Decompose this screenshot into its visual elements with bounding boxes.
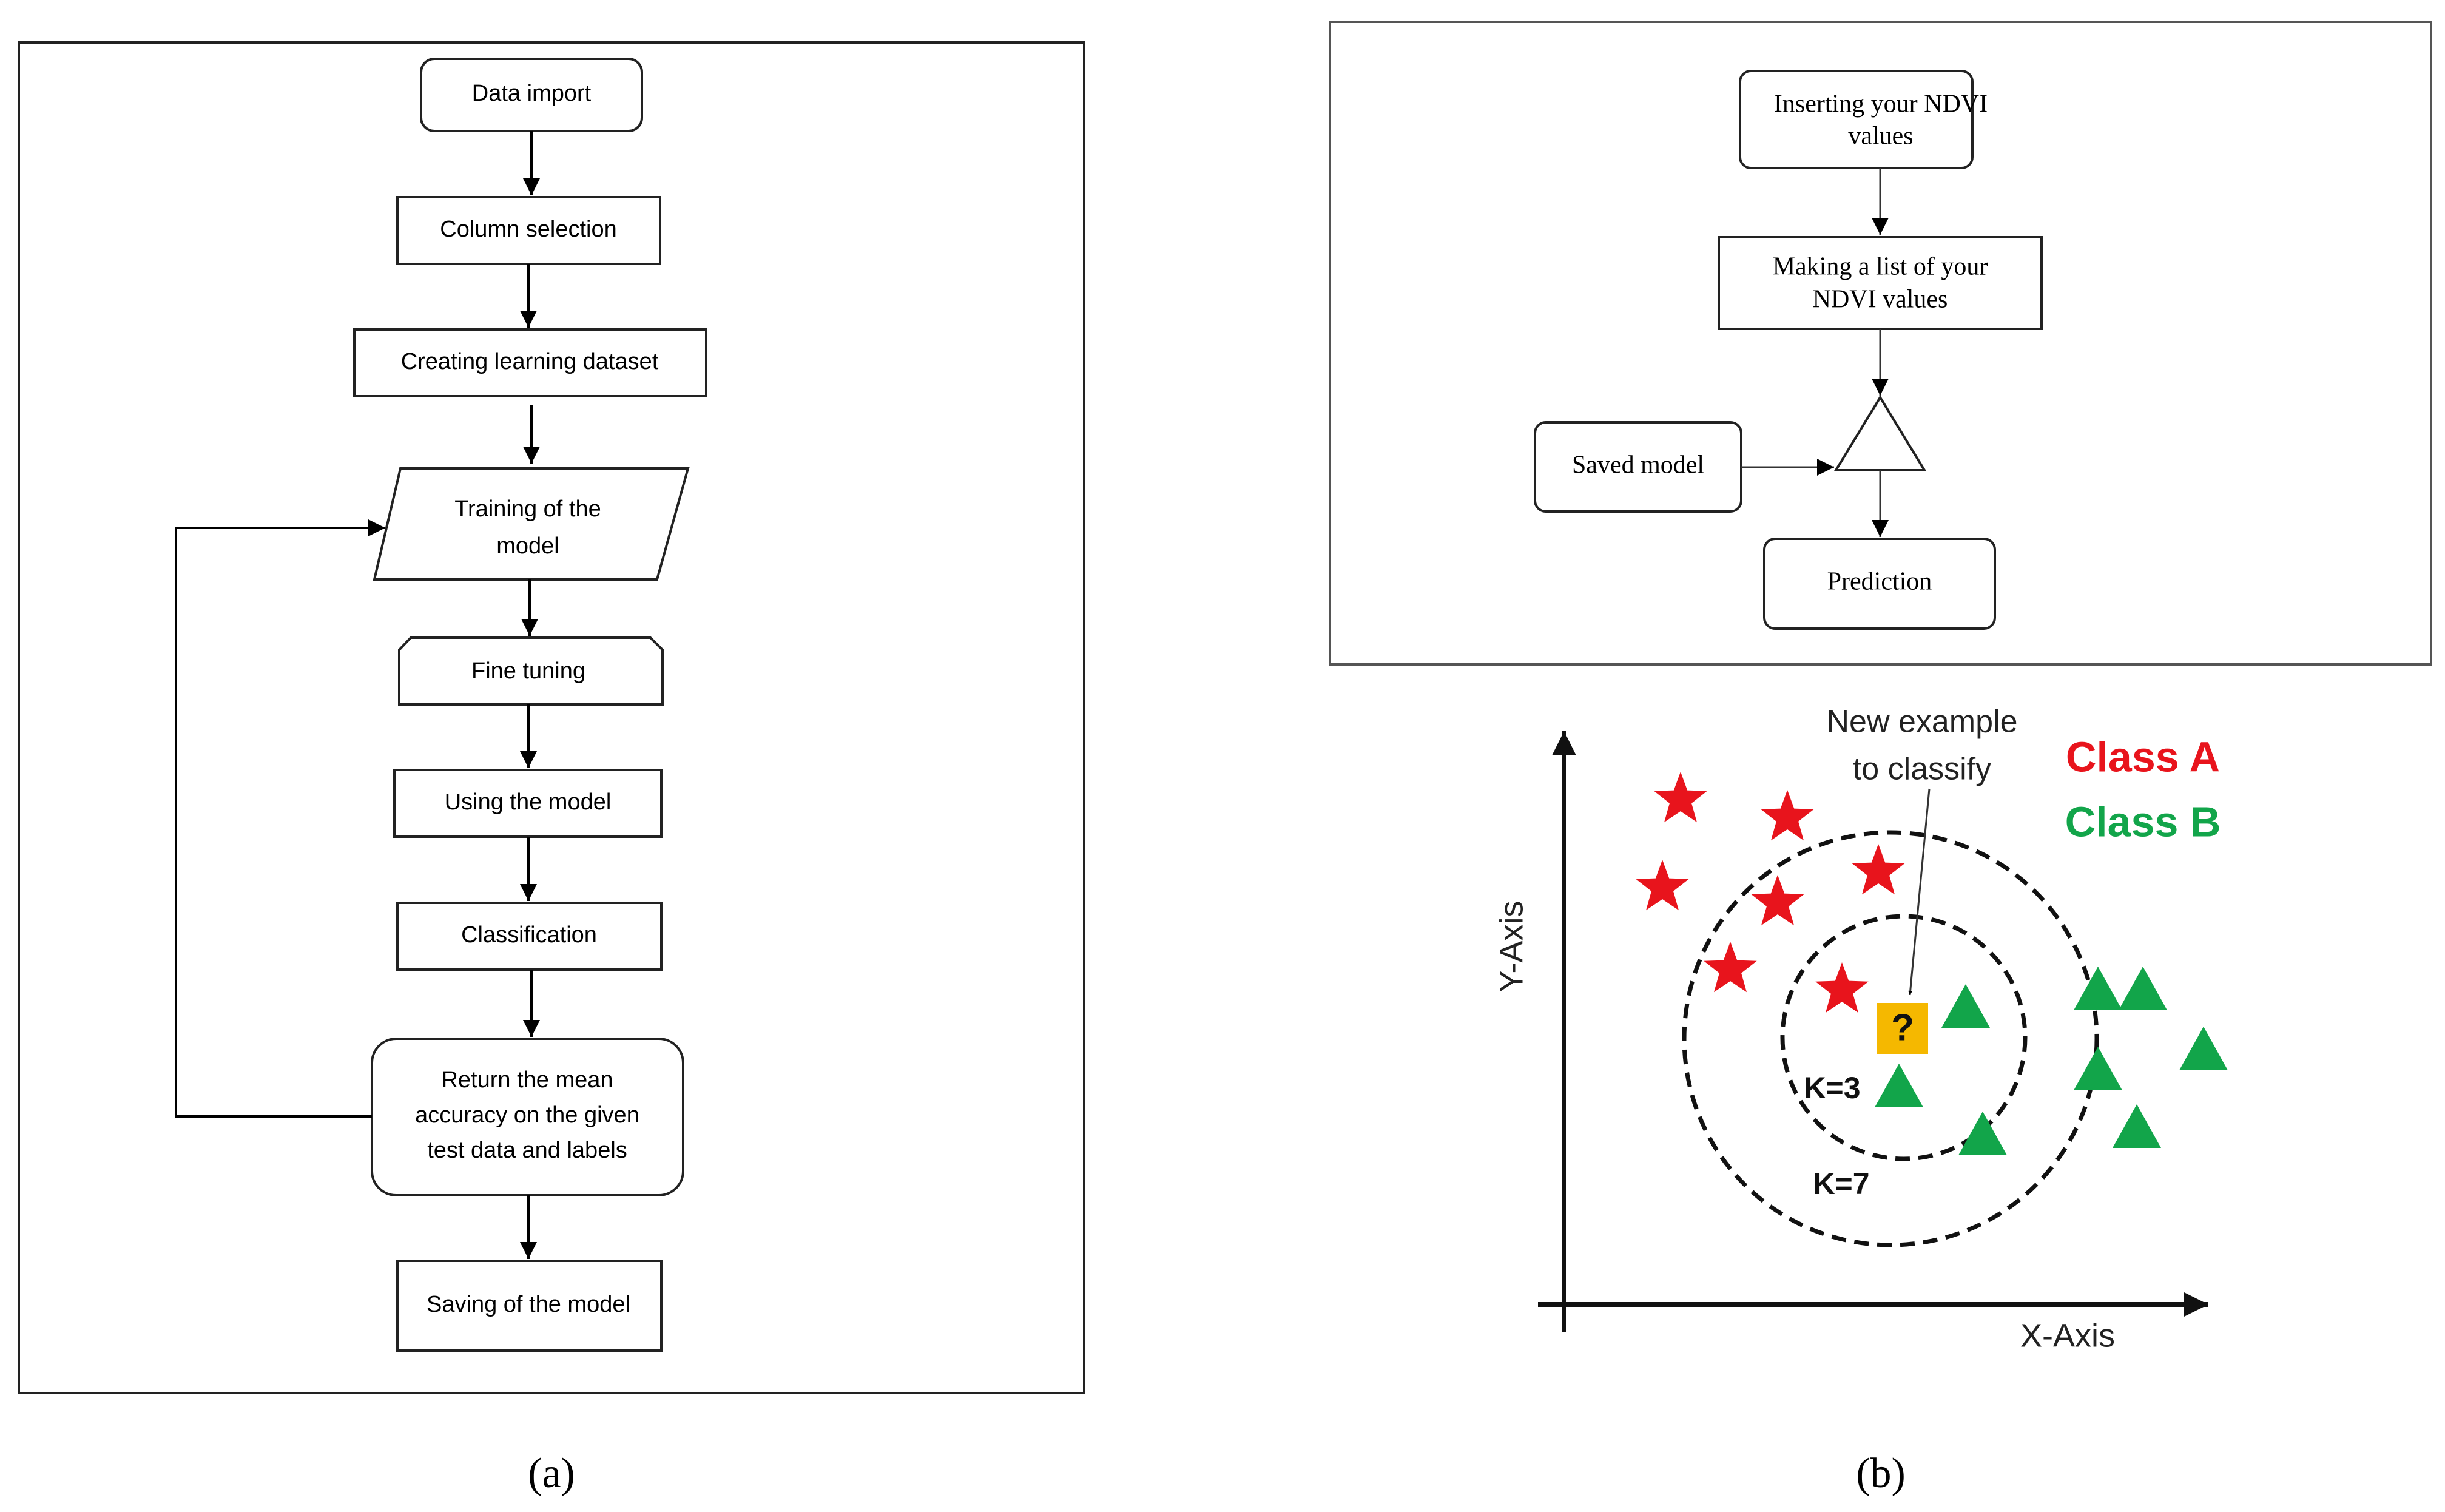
k7-circle [1682,830,2099,1247]
step-saving [396,1260,663,1352]
class-a-star [1815,962,1869,1013]
flow-making-label-2: NDVI values [1813,286,1948,314]
flow-making-label-1: Making a list of your [1773,253,1988,281]
flow-prediction [1763,538,1996,630]
step-creating-dataset [353,328,707,397]
step-training-label-1: Training of the [454,496,601,522]
new-example-label-2: to classify [1853,752,1991,787]
class-b-triangle [1875,1064,1923,1107]
step-creating-dataset-label: Creating learning dataset [401,349,659,374]
class-a-star [1704,942,1757,993]
flow-inserting-label-2: values [1848,123,1913,150]
step-return-label-2: accuracy on the given [415,1102,639,1128]
step-saving-label: Saving of the model [427,1292,630,1317]
new-example-pointer [1908,788,1931,996]
panel-b: Inserting your NDVI values Making a list… [1329,21,2432,1497]
panel-b-frame [1329,21,2432,666]
query-point [1877,1003,1928,1054]
legend-class-b: Class B [2065,798,2221,845]
flow-merge-triangle [1833,395,1927,471]
class-a-points [1636,772,1905,1013]
class-b-triangle [1958,1112,2007,1155]
flow-prediction-label: Prediction [1827,568,1932,596]
query-point-label: ? [1891,1007,1914,1048]
legend-class-a: Class A [2066,733,2220,780]
class-b-triangle [2113,1104,2161,1148]
flow-inserting-label-1: Inserting your NDVI [1774,90,1988,118]
step-using-model-label: Using the model [445,789,612,815]
class-a-star [1751,875,1804,926]
k7-label: K=7 [1813,1167,1869,1201]
step-training-label-2: model [496,533,559,559]
panel-a-frame [18,41,1085,1394]
class-b-triangle [1941,984,1990,1028]
step-classification [396,902,663,971]
class-a-star [1636,860,1689,911]
class-b-triangle [2074,1047,2122,1090]
new-example-label-1: New example [1826,704,2017,740]
class-a-star [1654,772,1707,823]
panel-a: Data import Column selection Creating le… [18,41,1085,1497]
step-column-selection [396,196,661,265]
step-return-label-1: Return the mean [441,1067,613,1093]
class-b-triangle [2119,967,2167,1010]
k3-circle [1780,914,2028,1161]
step-fine-tuning-label: Fine tuning [471,658,585,684]
panel-a-caption: (a) [528,1450,575,1497]
x-axis-label: X-Axis [2020,1317,2115,1354]
class-b-triangle [2074,967,2122,1010]
step-fine-tuning [398,636,664,706]
class-a-star [1852,844,1905,895]
class-a-star [1761,790,1814,841]
step-data-import-label: Data import [472,81,592,106]
class-b-triangle [2179,1027,2228,1070]
step-training [373,467,690,581]
step-classification-label: Classification [461,922,597,948]
step-return-label-3: test data and labels [427,1138,627,1163]
k3-label: K=3 [1804,1071,1860,1105]
flow-inserting-ndvi [1739,70,1974,169]
class-b-points [1875,967,2228,1155]
feedback-loop-arrow [175,519,385,1118]
flow-making-list [1718,236,2043,330]
panel-b-caption: (b) [1856,1450,1906,1497]
flow-saved-model-label: Saved model [1572,451,1704,479]
knn-illustration: Y-Axis X-Axis New example to classify Cl… [1493,704,2228,1354]
step-column-selection-label: Column selection [440,217,616,242]
y-axis-label: Y-Axis [1493,900,1529,992]
